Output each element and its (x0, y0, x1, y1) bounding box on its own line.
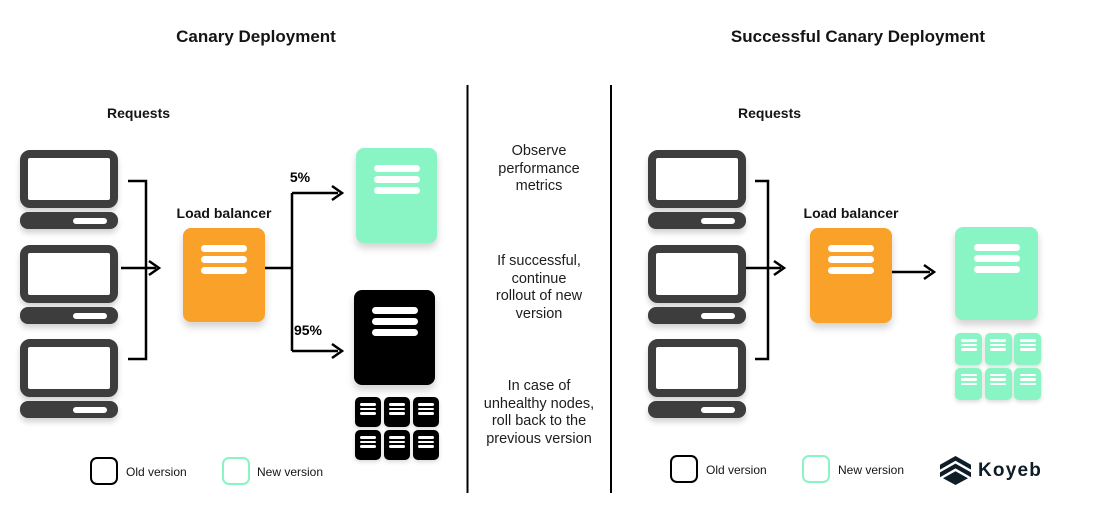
laptop-base-icon (20, 401, 118, 418)
old-node-icon (355, 430, 381, 460)
new-version-swatch (802, 455, 830, 483)
right-requests-bracket (755, 179, 770, 361)
right-load-balancer-label: Load balancer (803, 205, 899, 221)
old-node-icon (355, 397, 381, 427)
right-arrow-to-new-version (923, 263, 937, 281)
right-legend-old-label: Old version (706, 463, 767, 477)
client-computer (648, 150, 746, 229)
old-version-node-cluster (355, 397, 439, 460)
left-requests-label: Requests (107, 105, 171, 121)
laptop-base-icon (20, 212, 118, 229)
arrow-5pct (331, 184, 345, 202)
old-node-icon (413, 397, 439, 427)
load-balancer-icon (183, 228, 265, 322)
new-node-icon (1014, 367, 1041, 400)
left-legend-old-label: Old version (126, 465, 187, 479)
client-computer (20, 339, 118, 418)
laptop-screen-icon (648, 150, 746, 208)
note-continue-rollout: If successful, continue rollout of new v… (495, 253, 583, 322)
left-arrow-to-lb (148, 259, 162, 277)
right-requests-label: Requests (738, 105, 802, 121)
new-version-server-icon (955, 227, 1038, 320)
note-observe-metrics: Observe performance metrics (498, 143, 580, 194)
laptop-base-icon (648, 307, 746, 324)
load-balancer-icon (810, 228, 892, 323)
new-node-icon (1014, 333, 1041, 365)
old-node-icon (384, 430, 410, 460)
stable-traffic-percent: 95% (293, 322, 323, 338)
left-requests-bracket (128, 179, 148, 361)
old-version-server-icon (354, 290, 435, 385)
laptop-screen-icon (648, 339, 746, 397)
laptop-base-icon (648, 212, 746, 229)
left-load-balancer-label: Load balancer (176, 205, 272, 221)
brand-wordmark: Koyeb (978, 459, 1043, 481)
right-arrow-to-lb (773, 259, 787, 277)
laptop-screen-icon (20, 150, 118, 208)
note-rollback: In case of unhealthy nodes, roll back to… (483, 378, 595, 447)
arrow-95pct (331, 342, 345, 360)
right-legend-new-label: New version (838, 463, 905, 477)
old-node-icon (384, 397, 410, 427)
new-node-icon (984, 333, 1012, 365)
new-version-node-cluster (955, 333, 1041, 400)
old-node-icon (413, 430, 439, 460)
new-version-swatch (222, 457, 250, 485)
new-node-icon (955, 367, 982, 400)
left-diagram-title: Canary Deployment (176, 27, 336, 46)
new-node-icon (984, 367, 1012, 400)
old-version-swatch (90, 457, 118, 485)
section-dividers (466, 85, 612, 493)
new-version-server-icon (356, 148, 437, 243)
client-computer (20, 245, 118, 324)
laptop-base-icon (20, 307, 118, 324)
brand-logo: Koyeb (940, 456, 1042, 485)
traffic-split-line (265, 193, 294, 351)
new-node-icon (955, 333, 982, 365)
koyeb-chevrons-icon (940, 456, 971, 485)
canary-traffic-percent: 5% (289, 169, 311, 185)
laptop-base-icon (648, 401, 746, 418)
client-computer (648, 245, 746, 324)
laptop-screen-icon (20, 339, 118, 397)
laptop-screen-icon (648, 245, 746, 303)
left-legend-new-label: New version (257, 465, 324, 479)
old-version-swatch (670, 455, 698, 483)
right-diagram-title: Successful Canary Deployment (730, 27, 986, 46)
laptop-screen-icon (20, 245, 118, 303)
client-computer (648, 339, 746, 418)
client-computer (20, 150, 118, 229)
